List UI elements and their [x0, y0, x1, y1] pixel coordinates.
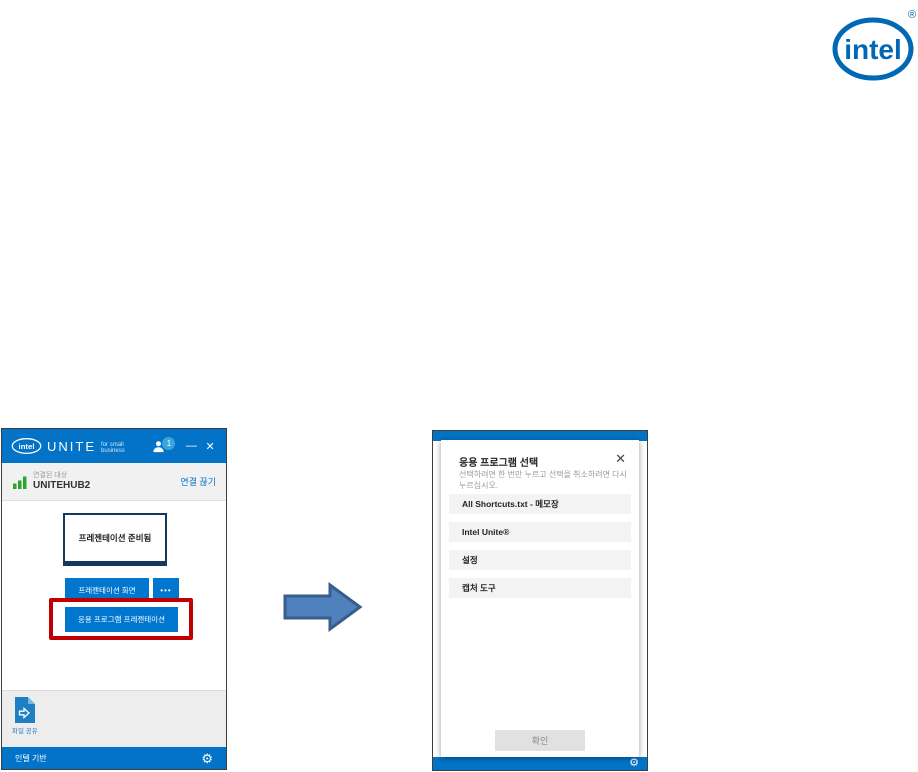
background-titlebar: [433, 431, 647, 441]
file-share-tray: 파일 공유: [2, 690, 226, 747]
monitor-status-text: 프레젠테이션 준비됨: [78, 533, 152, 543]
app-list: All Shortcuts.txt - 메모장 Intel Unite® 설정 …: [449, 494, 631, 606]
participants-indicator[interactable]: 1: [152, 437, 176, 453]
svg-text:®: ®: [908, 9, 916, 21]
red-highlight-annotation: [49, 598, 193, 640]
app-list-item[interactable]: Intel Unite®: [449, 522, 631, 542]
file-share-label: 파일 공유: [12, 728, 38, 735]
intel-based-label: 인텔 기반: [15, 753, 47, 763]
connected-to-label: 연결된 대상: [33, 472, 68, 480]
app-list-item[interactable]: 설정: [449, 550, 631, 570]
ok-button[interactable]: 확인: [495, 730, 585, 751]
disconnect-link[interactable]: 연결 끊기: [180, 477, 216, 487]
flow-arrow: [283, 582, 363, 632]
file-share-button[interactable]: 파일 공유: [12, 696, 38, 735]
close-button[interactable]: ✕: [205, 440, 215, 453]
app-list-item[interactable]: 캡처 도구: [449, 578, 631, 598]
app-select-dialog: 응용 프로그램 선택 ✕ 선택하려면 한 번만 누르고 선택을 취소하려면 다시…: [441, 440, 639, 757]
intel-logo: intel ®: [832, 9, 916, 81]
unite-brand: UNITE: [47, 438, 97, 454]
intel-logo-small: intel: [11, 438, 42, 454]
present-application-button[interactable]: 응용 프로그램 프레젠테이션: [65, 607, 178, 632]
dialog-close-icon[interactable]: ✕: [615, 451, 626, 466]
unite-titlebar: intel UNITE for small business 1 — ✕: [2, 429, 226, 463]
dialog-title: 응용 프로그램 선택: [459, 458, 539, 469]
person-icon: [153, 440, 165, 452]
background-footer: ⚙: [433, 757, 647, 770]
participant-count-badge: 1: [162, 437, 176, 450]
connection-bar: 연결된 대상 UNITEHUB2 연결 끊기: [2, 463, 226, 501]
presentation-preview-monitor: 프레젠테이션 준비됨: [63, 513, 167, 566]
unite-client-window: intel UNITE for small business 1 — ✕: [1, 428, 227, 770]
unite-main-area: 프레젠테이션 준비됨 프레젠테이션 화면 ••• 응용 프로그램 프레젠테이션: [2, 501, 226, 690]
unite-footer: 인텔 기반 ⚙: [2, 747, 226, 769]
file-share-icon: [14, 697, 35, 723]
settings-gear-icon[interactable]: ⚙: [201, 750, 213, 766]
signal-bars-icon: [13, 476, 27, 489]
minimize-button[interactable]: —: [185, 440, 197, 452]
svg-text:intel: intel: [19, 442, 35, 451]
app-select-window: ⚙ 응용 프로그램 선택 ✕ 선택하려면 한 번만 누르고 선택을 취소하려면 …: [432, 430, 648, 771]
app-list-item[interactable]: All Shortcuts.txt - 메모장: [449, 494, 631, 514]
unite-tagline: for small business: [101, 441, 125, 454]
hub-name: UNITEHUB2: [33, 479, 91, 491]
dialog-subtitle: 선택하려면 한 번만 누르고 선택을 취소하려면 다시 누르십시오.: [459, 470, 627, 490]
settings-gear-icon[interactable]: ⚙: [629, 757, 639, 769]
svg-text:intel: intel: [844, 34, 902, 65]
